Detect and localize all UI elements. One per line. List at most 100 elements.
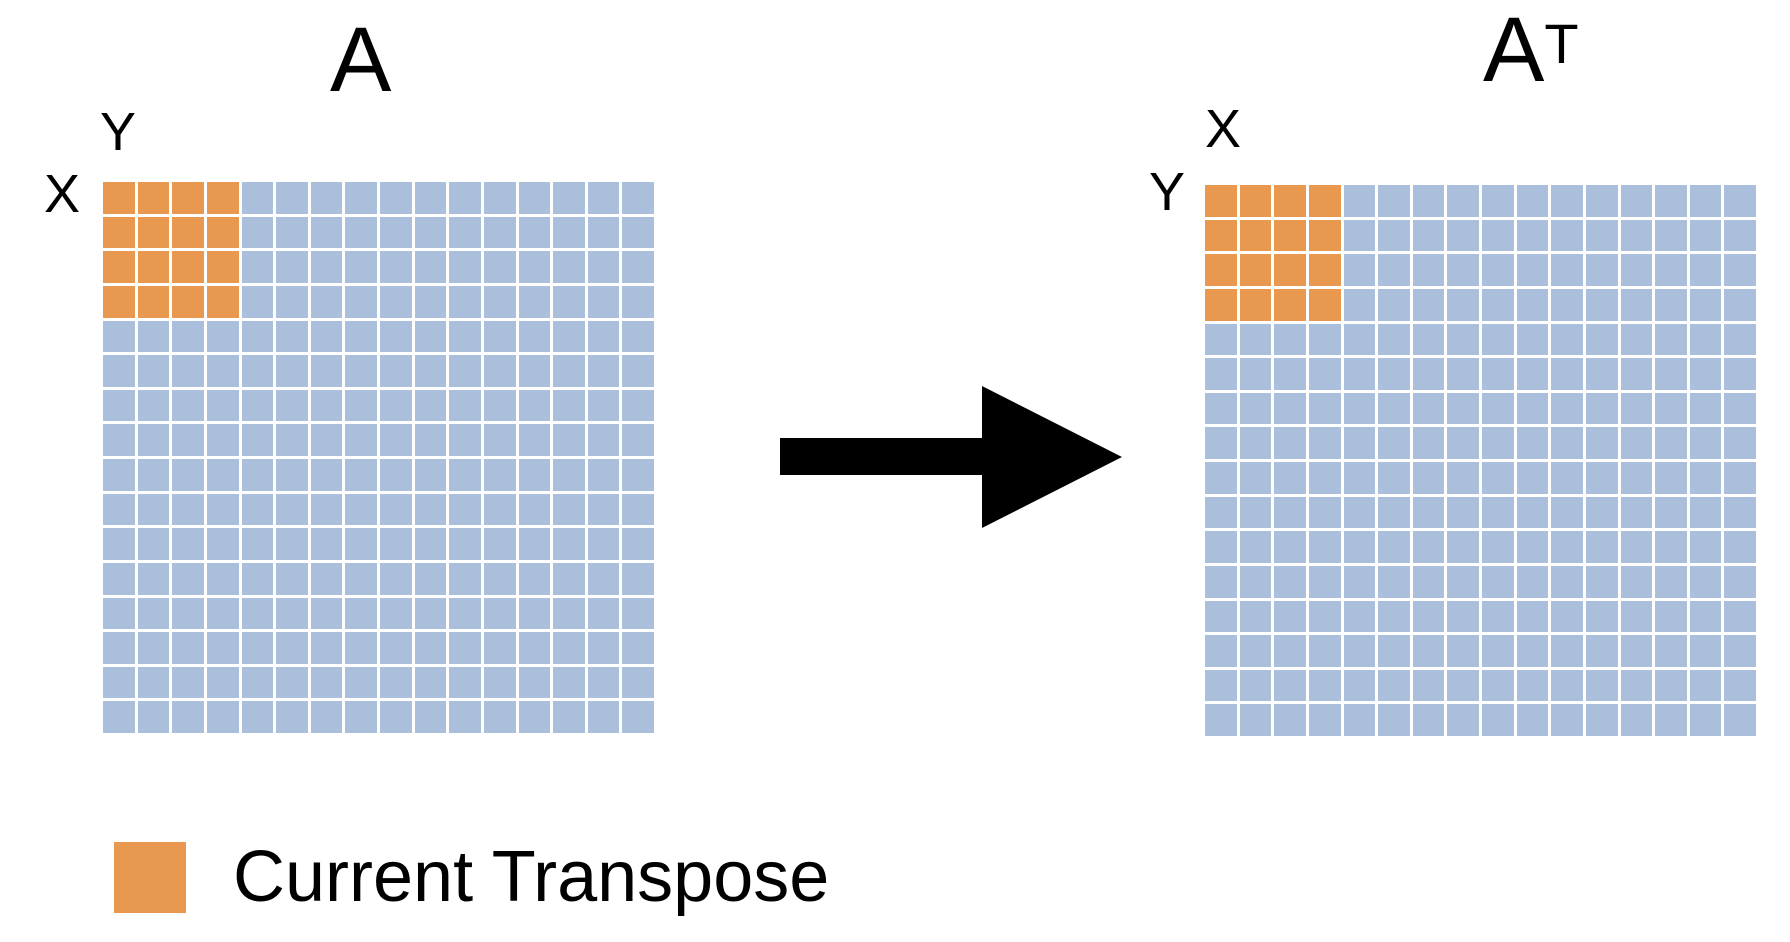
matrix-cell xyxy=(553,562,585,595)
matrix-cell xyxy=(414,562,447,595)
matrix-cell xyxy=(172,562,204,595)
matrix-cell xyxy=(1655,392,1687,425)
matrix-cell xyxy=(276,632,308,664)
matrix-cell xyxy=(1378,185,1410,217)
matrix-cell xyxy=(1585,531,1618,563)
matrix-cell xyxy=(553,389,585,422)
matrix-cell xyxy=(483,320,516,353)
matrix-cell xyxy=(518,493,551,526)
matrix-cell xyxy=(1620,219,1653,252)
matrix-cell xyxy=(1412,427,1445,459)
matrix-cell xyxy=(103,424,135,456)
matrix-cell xyxy=(1585,323,1618,356)
matrix-cell xyxy=(1655,704,1687,736)
matrix-cell xyxy=(622,355,654,387)
matrix-cell xyxy=(380,251,412,283)
matrix-cell xyxy=(518,528,551,560)
matrix-cell xyxy=(483,632,516,664)
matrix-cell xyxy=(1585,496,1618,529)
matrix-a-grid xyxy=(103,182,654,733)
matrix-cell xyxy=(1724,565,1756,598)
matrix-cell xyxy=(1378,600,1410,633)
matrix-cell xyxy=(1620,704,1653,736)
matrix-cell xyxy=(241,528,274,560)
matrix-cell xyxy=(380,285,412,318)
matrix-cell xyxy=(1412,635,1445,667)
matrix-cell xyxy=(276,528,308,560)
matrix-cell xyxy=(1205,496,1237,529)
matrix-cell xyxy=(1274,531,1306,563)
matrix-cell xyxy=(137,424,170,456)
matrix-cell-highlighted xyxy=(1205,219,1237,252)
matrix-cell xyxy=(380,459,412,491)
matrix-cell xyxy=(1447,496,1479,529)
matrix-cell xyxy=(1447,565,1479,598)
matrix-cell xyxy=(553,355,585,387)
matrix-cell xyxy=(380,493,412,526)
matrix-cell xyxy=(1378,462,1410,494)
matrix-cell xyxy=(103,597,135,630)
matrix-cell xyxy=(276,597,308,630)
matrix-cell xyxy=(1655,323,1687,356)
arrow-shape xyxy=(780,386,1122,528)
matrix-cell xyxy=(206,701,239,733)
matrix-cell xyxy=(553,701,585,733)
matrix-cell xyxy=(622,285,654,318)
matrix-cell xyxy=(345,493,377,526)
matrix-cell xyxy=(241,424,274,456)
matrix-cell xyxy=(483,701,516,733)
matrix-cell xyxy=(1447,185,1479,217)
matrix-cell xyxy=(1343,496,1376,529)
matrix-cell-highlighted xyxy=(172,216,204,249)
matrix-cell xyxy=(518,666,551,699)
legend-label: Current Transpose xyxy=(233,837,830,917)
matrix-cell xyxy=(622,251,654,283)
matrix-cell xyxy=(1412,704,1445,736)
matrix-cell xyxy=(1585,185,1618,217)
matrix-cell xyxy=(1516,427,1549,459)
matrix-cell xyxy=(1516,358,1549,390)
matrix-cell xyxy=(1274,427,1306,459)
matrix-cell xyxy=(1308,531,1341,563)
matrix-cell xyxy=(1620,427,1653,459)
matrix-cell xyxy=(1205,323,1237,356)
matrix-cell xyxy=(1551,704,1583,736)
matrix-cell xyxy=(1343,219,1376,252)
matrix-cell xyxy=(1447,635,1479,667)
matrix-cell xyxy=(1239,704,1272,736)
matrix-cell xyxy=(1482,496,1514,529)
matrix-cell xyxy=(1308,392,1341,425)
matrix-cell xyxy=(1516,496,1549,529)
matrix-cell xyxy=(1274,496,1306,529)
matrix-at-grid xyxy=(1205,185,1756,736)
matrix-cell xyxy=(1412,219,1445,252)
matrix-cell xyxy=(518,562,551,595)
matrix-cell xyxy=(449,459,481,491)
matrix-cell xyxy=(310,493,343,526)
matrix-cell xyxy=(1239,462,1272,494)
matrix-cell xyxy=(1343,635,1376,667)
matrix-cell-highlighted xyxy=(103,216,135,249)
matrix-cell xyxy=(1551,427,1583,459)
matrix-cell xyxy=(587,493,620,526)
matrix-cell xyxy=(1343,462,1376,494)
matrix-cell xyxy=(414,389,447,422)
matrix-cell-highlighted xyxy=(103,285,135,318)
matrix-cell xyxy=(1308,600,1341,633)
matrix-cell xyxy=(345,389,377,422)
matrix-cell xyxy=(587,528,620,560)
matrix-cell xyxy=(483,424,516,456)
matrix-cell xyxy=(1620,496,1653,529)
matrix-cell xyxy=(1343,185,1376,217)
matrix-cell xyxy=(380,597,412,630)
matrix-cell xyxy=(414,320,447,353)
matrix-cell xyxy=(414,251,447,283)
matrix-cell xyxy=(345,666,377,699)
matrix-cell xyxy=(1412,669,1445,702)
matrix-cell xyxy=(1724,704,1756,736)
matrix-cell xyxy=(1516,669,1549,702)
matrix-cell xyxy=(1620,669,1653,702)
matrix-cell xyxy=(1551,358,1583,390)
matrix-cell xyxy=(345,459,377,491)
matrix-cell xyxy=(172,389,204,422)
